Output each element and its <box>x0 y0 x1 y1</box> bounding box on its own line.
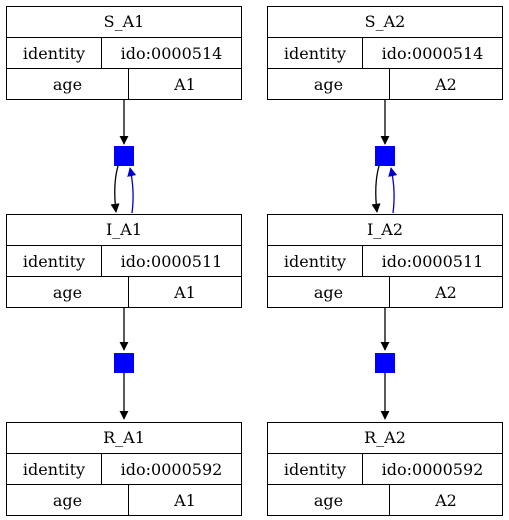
identity-row: identity ido:0000511 <box>7 246 241 277</box>
node-title: R_A1 <box>7 423 241 454</box>
age-label: age <box>268 277 390 307</box>
control-edge-i-a1-to-junction <box>127 167 137 214</box>
age-row: age A2 <box>268 277 502 307</box>
age-value: A1 <box>174 74 196 94</box>
age-row: age A1 <box>7 69 241 99</box>
node-s-a1[interactable]: S_A1 identity ido:0000514 age A1 <box>6 6 242 100</box>
age-value: A2 <box>435 490 457 510</box>
age-row: age A1 <box>7 277 241 307</box>
age-label: age <box>268 69 390 99</box>
node-s-a2[interactable]: S_A2 identity ido:0000514 age A2 <box>267 6 503 100</box>
identity-label: identity <box>7 38 102 68</box>
age-label: age <box>7 485 129 515</box>
node-r-a2[interactable]: R_A2 identity ido:0000592 age A2 <box>267 422 503 516</box>
node-i-a1[interactable]: I_A1 identity ido:0000511 age A1 <box>6 214 242 308</box>
identity-label: identity <box>7 454 102 484</box>
identity-value: ido:0000511 <box>120 251 223 271</box>
age-value: A2 <box>435 74 457 94</box>
node-r-a1[interactable]: R_A1 identity ido:0000592 age A1 <box>6 422 242 516</box>
identity-label: identity <box>7 246 102 276</box>
identity-label: identity <box>268 38 363 68</box>
age-value: A1 <box>174 490 196 510</box>
identity-label: identity <box>268 246 363 276</box>
identity-row: identity ido:0000514 <box>268 38 502 69</box>
identity-row: identity ido:0000514 <box>7 38 241 69</box>
identity-value: ido:0000511 <box>381 251 484 271</box>
identity-label: identity <box>268 454 363 484</box>
node-title: I_A1 <box>7 215 241 246</box>
transition-junction-3[interactable] <box>114 353 134 373</box>
age-value: A2 <box>435 282 457 302</box>
transition-junction-4[interactable] <box>375 353 395 373</box>
transition-junction-1[interactable] <box>114 146 134 166</box>
transition-junction-2[interactable] <box>375 146 395 166</box>
node-title: R_A2 <box>268 423 502 454</box>
age-label: age <box>7 69 129 99</box>
node-title: S_A2 <box>268 7 502 38</box>
identity-value: ido:0000514 <box>120 43 223 63</box>
identity-row: identity ido:0000592 <box>268 454 502 485</box>
edge-junction-to-i-a1 <box>110 165 120 213</box>
identity-value: ido:0000592 <box>120 459 223 479</box>
age-row: age A2 <box>268 485 502 515</box>
age-row: age A1 <box>7 485 241 515</box>
control-edge-i-a2-to-junction <box>388 167 398 214</box>
identity-row: identity ido:0000511 <box>268 246 502 277</box>
edge-junction-to-i-a2 <box>371 165 381 213</box>
identity-value: ido:0000514 <box>381 43 484 63</box>
age-label: age <box>268 485 390 515</box>
identity-value: ido:0000592 <box>381 459 484 479</box>
node-title: S_A1 <box>7 7 241 38</box>
node-i-a2[interactable]: I_A2 identity ido:0000511 age A2 <box>267 214 503 308</box>
age-label: age <box>7 277 129 307</box>
node-title: I_A2 <box>268 215 502 246</box>
identity-row: identity ido:0000592 <box>7 454 241 485</box>
age-row: age A2 <box>268 69 502 99</box>
age-value: A1 <box>174 282 196 302</box>
